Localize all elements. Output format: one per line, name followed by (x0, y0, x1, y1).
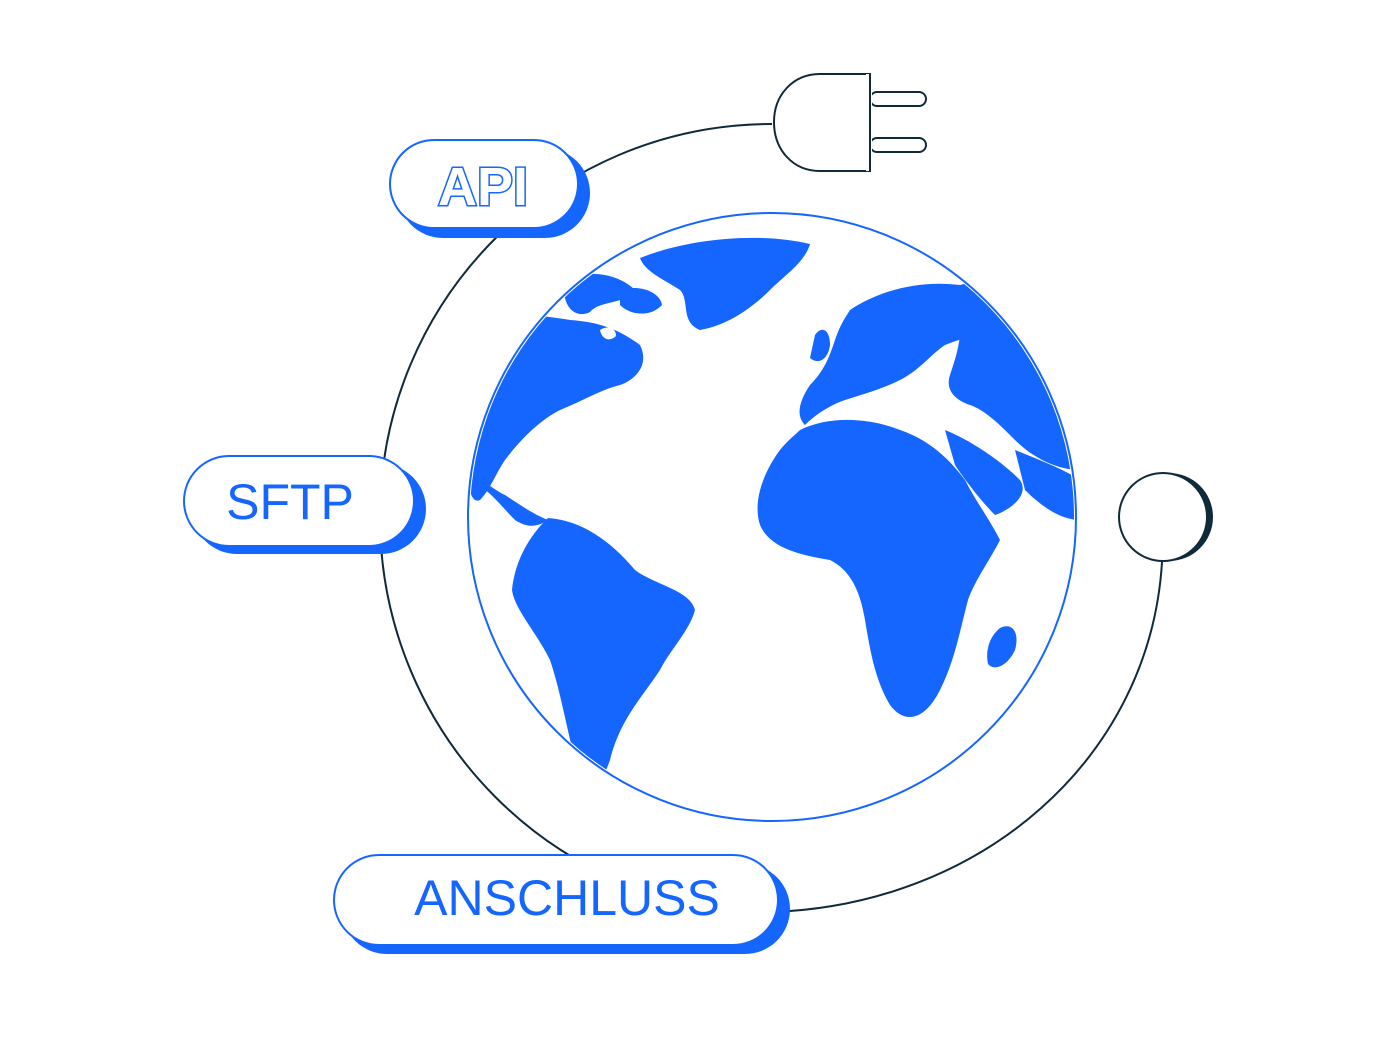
sftp-pill-body (183, 455, 415, 547)
plug-icon (772, 73, 927, 172)
globe-icon (467, 212, 1077, 822)
ring-node-icon (1118, 472, 1213, 562)
api-label: API (438, 157, 528, 217)
anschluss-pill[interactable]: ANSCHLUSS (333, 854, 790, 954)
api-pill-body (389, 139, 579, 229)
cable-line (771, 561, 1163, 913)
api-pill[interactable]: API (389, 139, 590, 238)
sftp-pill[interactable]: SFTP (183, 455, 426, 554)
sftp-label: SFTP (226, 474, 354, 530)
anschluss-label: ANSCHLUSS (414, 870, 720, 926)
anschluss-pill-body (333, 854, 779, 946)
